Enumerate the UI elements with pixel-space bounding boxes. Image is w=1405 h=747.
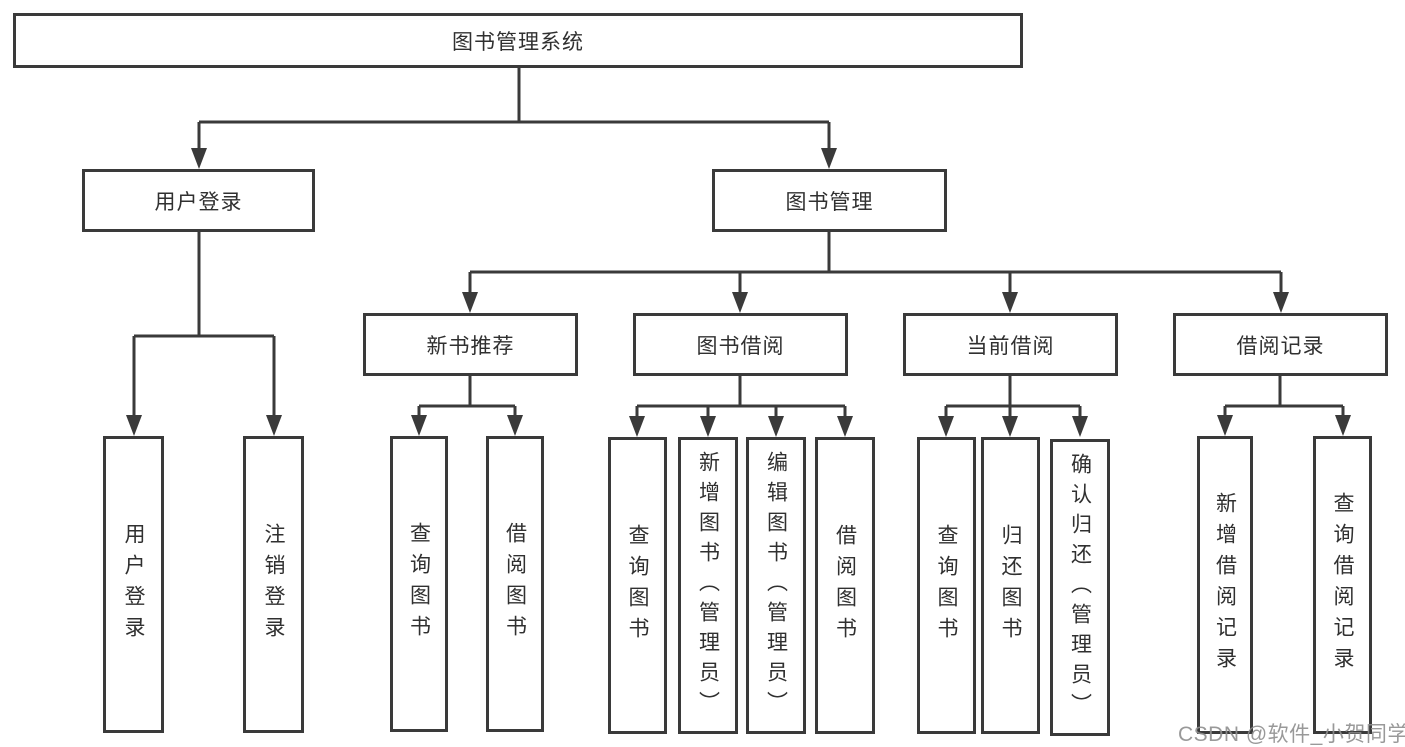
node-label: 图书管理系统 <box>452 30 584 54</box>
node-label: 用户登录 <box>122 522 145 647</box>
node-leaf-query-books-current: 查询图书 <box>917 437 976 734</box>
node-new-book-recommend: 新书推荐 <box>363 313 578 376</box>
node-leaf-borrow-books-recommend: 借阅图书 <box>486 436 544 732</box>
node-label: 借阅图书 <box>833 523 857 648</box>
node-label: 用户登录 <box>154 190 243 214</box>
node-label: 确认归还（管理员） <box>1068 452 1092 723</box>
node-label: 新增借阅记录 <box>1213 492 1237 678</box>
node-leaf-confirm-return-admin: 确认归还（管理员） <box>1050 439 1110 736</box>
node-book-borrowing: 图书借阅 <box>633 313 848 376</box>
node-root-system: 图书管理系统 <box>13 13 1023 68</box>
node-leaf-edit-books-admin: 编辑图书（管理员） <box>746 437 806 734</box>
node-leaf-add-borrow-record: 新增借阅记录 <box>1197 436 1253 734</box>
node-label: 新书推荐 <box>426 334 515 358</box>
node-leaf-query-books-recommend: 查询图书 <box>390 436 448 732</box>
node-label: 查询图书 <box>407 522 431 646</box>
node-leaf-user-login: 用户登录 <box>103 436 164 733</box>
node-current-borrowing: 当前借阅 <box>903 313 1118 376</box>
node-label: 新增图书（管理员） <box>696 450 720 721</box>
arrowhead-icons <box>126 148 1351 437</box>
node-label: 查询图书 <box>935 523 958 648</box>
node-label: 编辑图书（管理员） <box>764 450 788 721</box>
node-leaf-query-borrow-record: 查询借阅记录 <box>1313 436 1372 734</box>
node-label: 图书借阅 <box>696 334 785 358</box>
node-leaf-logout: 注销登录 <box>243 436 304 733</box>
node-label: 注销登录 <box>262 522 285 647</box>
node-label: 查询借阅记录 <box>1331 492 1354 678</box>
node-user-login: 用户登录 <box>82 169 315 232</box>
node-label: 当前借阅 <box>966 334 1055 358</box>
node-label: 借阅记录 <box>1236 334 1325 358</box>
node-leaf-return-books: 归还图书 <box>981 437 1040 734</box>
node-label: 查询图书 <box>626 523 649 648</box>
node-label: 归还图书 <box>999 523 1022 648</box>
watermark: CSDN @软件_小贺同学 <box>1178 723 1405 746</box>
node-leaf-borrow-books-borrowing: 借阅图书 <box>815 437 875 734</box>
node-borrowing-records: 借阅记录 <box>1173 313 1388 376</box>
node-leaf-add-books-admin: 新增图书（管理员） <box>678 437 738 734</box>
node-book-management: 图书管理 <box>712 169 947 232</box>
node-label: 借阅图书 <box>503 522 527 646</box>
node-label: 图书管理 <box>785 190 874 214</box>
node-leaf-query-books-borrowing: 查询图书 <box>608 437 667 734</box>
tree-branch-lines <box>132 68 1345 419</box>
